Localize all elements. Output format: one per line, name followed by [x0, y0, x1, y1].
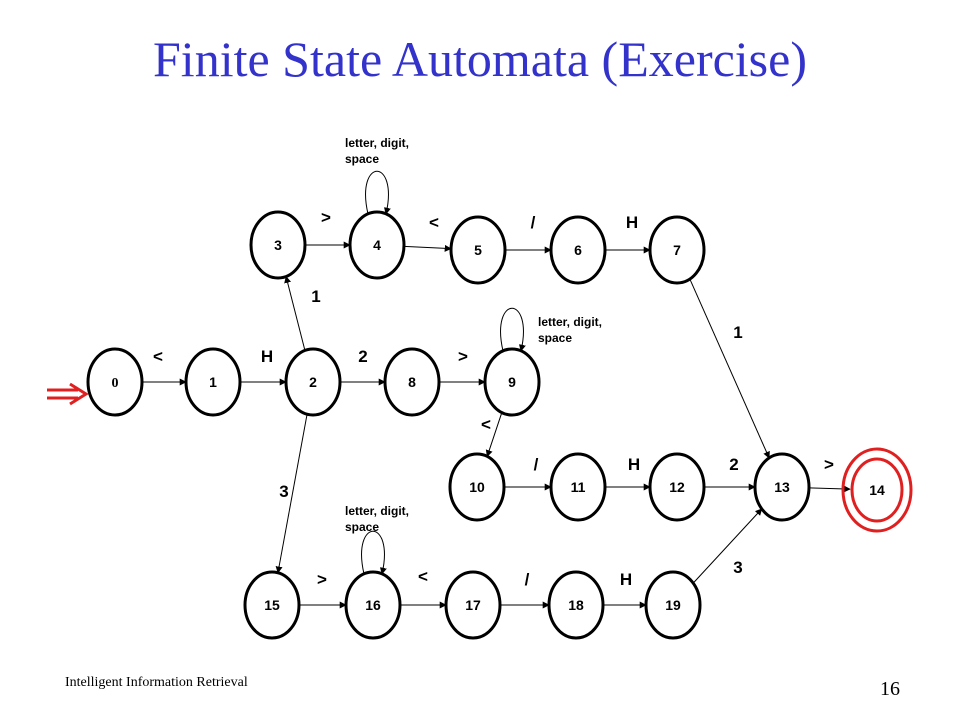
state-15: 15 [243, 570, 301, 640]
state-1: 1 [184, 347, 242, 417]
transition-label-6-7: H [626, 213, 638, 232]
slide-title: Finite State Automata (Exercise) [153, 31, 807, 87]
transition-label-18-19: H [620, 570, 632, 589]
state-circle [644, 570, 702, 640]
state-9: 9 [483, 347, 541, 417]
transition-label-4-5: < [429, 213, 439, 232]
transition-label-11-12: H [628, 455, 640, 474]
state-circle [483, 347, 541, 417]
final-state-ring [841, 447, 913, 533]
state-circle [648, 215, 706, 285]
transition-label-19-13: 3 [733, 558, 742, 577]
state-circle [648, 452, 706, 522]
self-loop-9 [500, 308, 526, 352]
state-label-11: 11 [571, 479, 586, 495]
state-16: 16 [344, 570, 402, 640]
state-circle [348, 210, 406, 280]
transition-label-17-18: / [525, 570, 530, 589]
state-label-10: 10 [469, 479, 485, 495]
state-circle [449, 215, 507, 285]
transition-label-10-11: / [534, 455, 539, 474]
start-arrow-icon [47, 382, 89, 406]
self-loop-label-16: letter, digit,space [345, 504, 409, 534]
state-label-19: 19 [665, 597, 681, 613]
state-circle [549, 452, 607, 522]
state-label-1: 1 [209, 374, 217, 390]
state-circle [549, 215, 607, 285]
transition-label-7-13: 1 [733, 323, 742, 342]
state-label-0: 0 [112, 376, 119, 391]
state-label-18: 18 [568, 597, 584, 613]
transition-label-2-8: 2 [358, 347, 367, 366]
state-13: 13 [753, 452, 811, 522]
state-19: 19 [644, 570, 702, 640]
state-circle [547, 570, 605, 640]
transition-2-15 [275, 414, 308, 574]
footer-course-name: Intelligent Information Retrieval [65, 675, 248, 690]
state-17: 17 [444, 570, 502, 640]
state-label-7: 7 [673, 242, 681, 258]
state-label-2: 2 [309, 374, 317, 390]
self-loop-4 [365, 171, 391, 215]
state-circle [284, 347, 342, 417]
state-18: 18 [547, 570, 605, 640]
state-14: 14 [841, 447, 913, 533]
state-6: 6 [549, 215, 607, 285]
state-label-15: 15 [264, 597, 280, 613]
transition-label-15-16: > [317, 570, 327, 589]
state-7: 7 [648, 215, 706, 285]
transition-19-13 [692, 508, 763, 584]
state-0: 0 [86, 347, 144, 417]
transition-label-0-1: < [153, 347, 163, 366]
transition-label-3-4: > [321, 208, 331, 227]
state-circle [383, 347, 441, 417]
state-label-13: 13 [774, 479, 790, 495]
state-circle [448, 452, 506, 522]
state-circle [243, 570, 301, 640]
transition-label-12-13: 2 [729, 455, 738, 474]
state-label-12: 12 [669, 479, 685, 495]
transition-2-3 [284, 275, 306, 351]
state-4: 4 [348, 210, 406, 280]
state-label-14: 14 [869, 482, 885, 498]
transition-label-2-3: 1 [311, 287, 320, 306]
state-circle [850, 457, 904, 523]
transition-label-16-17: < [418, 567, 428, 586]
state-8: 8 [383, 347, 441, 417]
state-label-9: 9 [508, 374, 516, 390]
state-label-3: 3 [274, 237, 282, 253]
state-circle [249, 210, 307, 280]
state-2: 2 [284, 347, 342, 417]
state-3: 3 [249, 210, 307, 280]
state-label-17: 17 [465, 597, 481, 613]
transition-label-2-15: 3 [279, 482, 288, 501]
transition-label-9-10: < [481, 415, 491, 434]
transition-label-13-14: > [824, 455, 834, 474]
state-label-16: 16 [365, 597, 381, 613]
state-circle [753, 452, 811, 522]
state-circle [86, 347, 144, 417]
state-label-8: 8 [408, 374, 416, 390]
state-circle [444, 570, 502, 640]
state-12: 12 [648, 452, 706, 522]
transition-label-8-9: > [458, 347, 468, 366]
page-number: 16 [880, 678, 900, 700]
transition-label-5-6: / [531, 213, 536, 232]
transition-7-13 [689, 278, 770, 459]
state-label-6: 6 [574, 242, 582, 258]
state-5: 5 [449, 215, 507, 285]
state-label-5: 5 [474, 242, 482, 258]
self-loop-16 [361, 531, 387, 575]
self-loop-label-9: letter, digit,space [538, 315, 602, 345]
transition-9-10 [485, 412, 503, 458]
state-10: 10 [448, 452, 506, 522]
transition-label-1-2: H [261, 347, 273, 366]
self-loop-label-4: letter, digit,space [345, 136, 409, 166]
state-circle [344, 570, 402, 640]
state-11: 11 [549, 452, 607, 522]
state-label-4: 4 [373, 237, 381, 253]
state-circle [184, 347, 242, 417]
transition-4-5 [403, 244, 452, 252]
